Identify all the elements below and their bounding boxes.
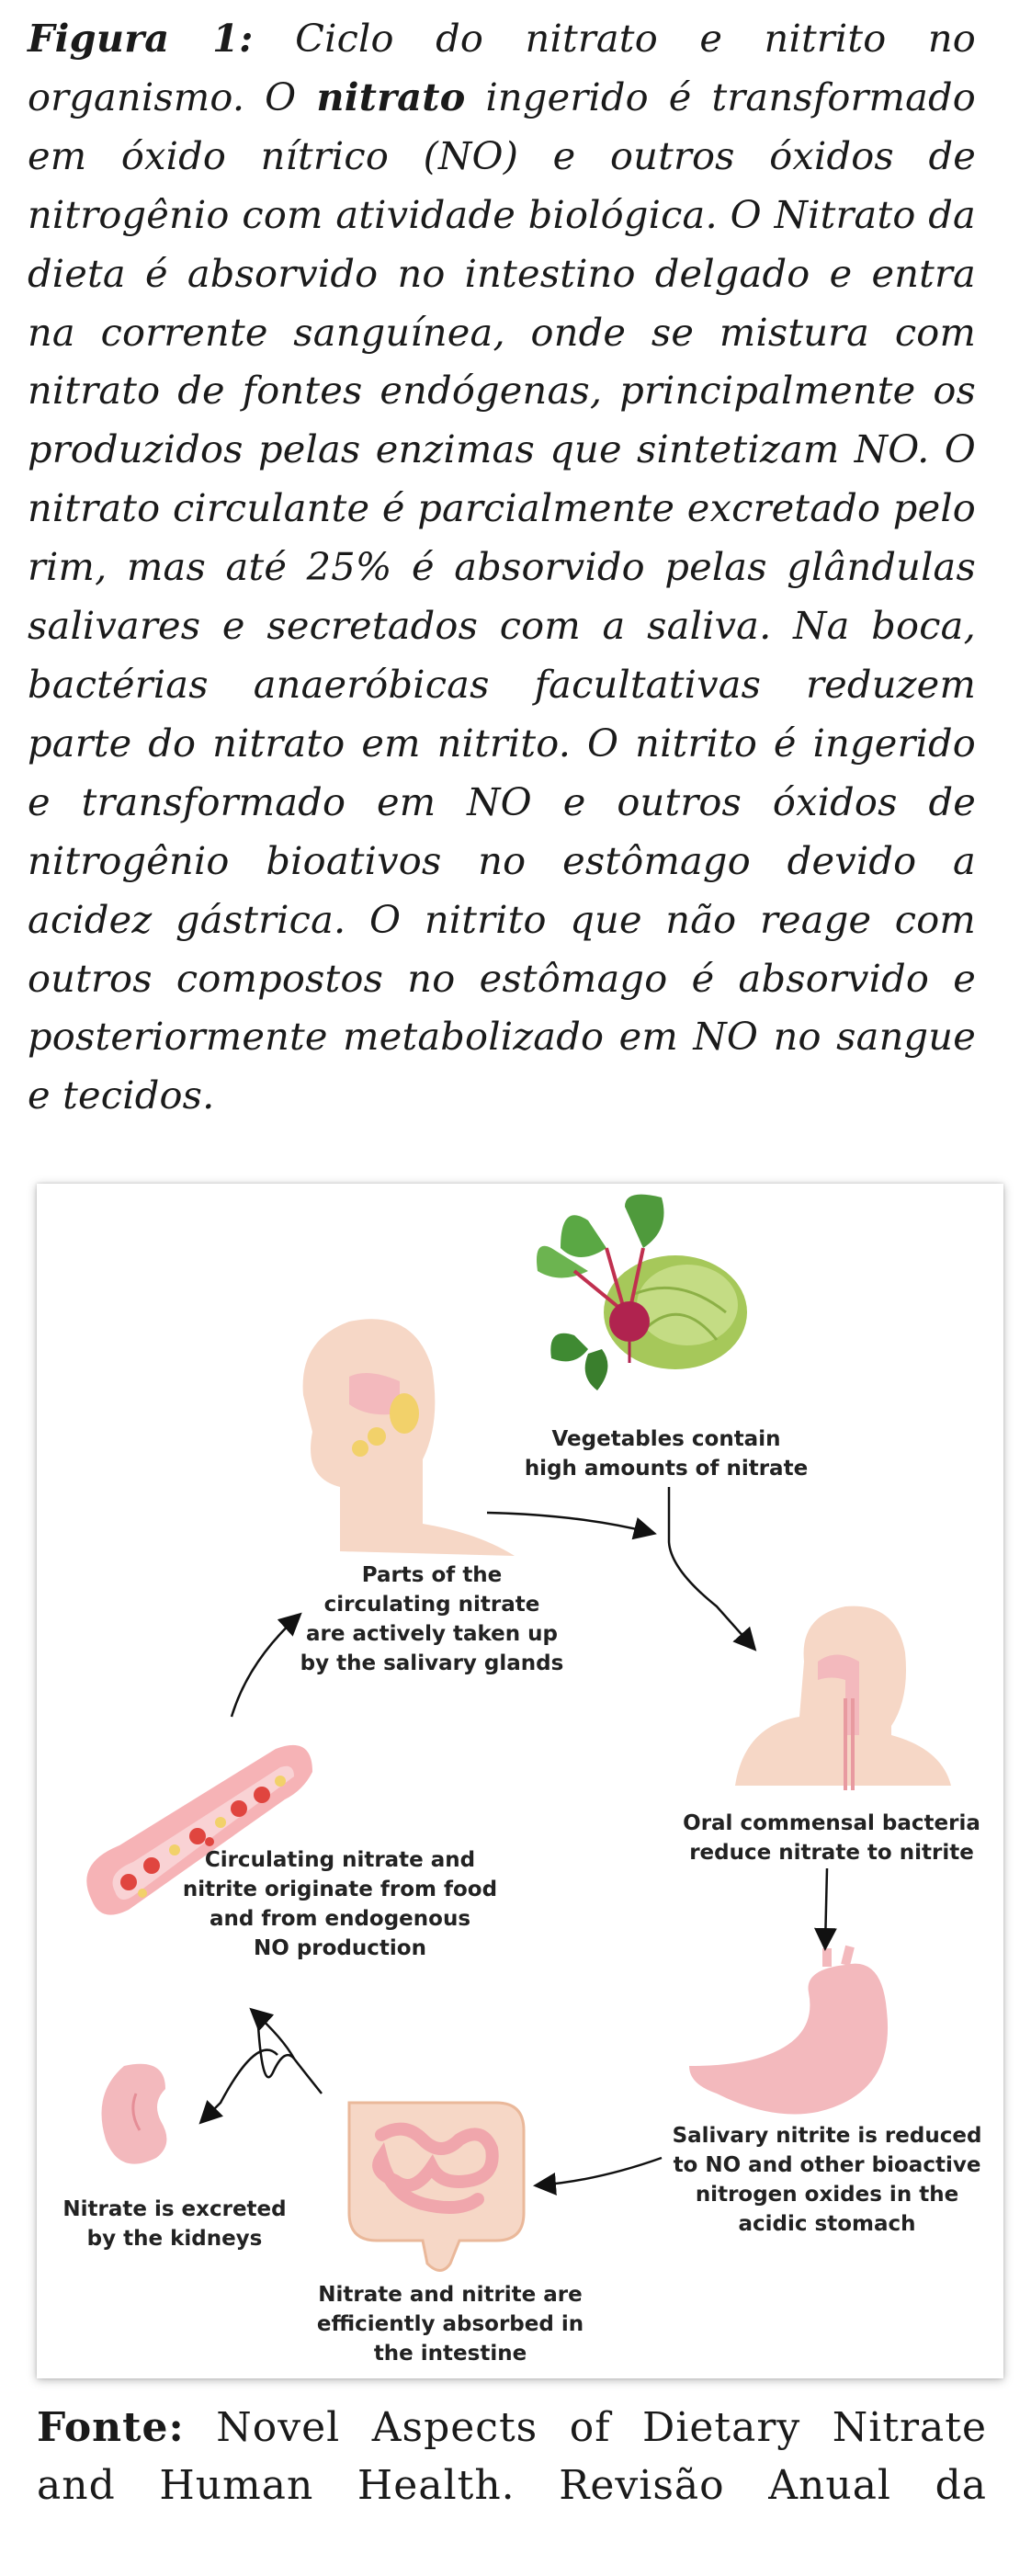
arrow-intestine-split (255, 2010, 323, 2094)
nitrate-cycle-figure: Vegetables contain high amounts of nitra… (37, 1184, 1003, 2378)
arrow-stomach-to-intestine (533, 2156, 663, 2196)
arrow-to-kidney (198, 2048, 278, 2125)
blood-vessel-illustration (86, 1744, 313, 1915)
label-stomach: Salivary nitrite is reduced to NO and ot… (672, 2124, 982, 2236)
label-intestine: Nitrate and nitrite are efficiently abso… (316, 2283, 584, 2366)
kidney-illustration (101, 2063, 167, 2164)
figure-source: Fonte: Novel Aspects of Dietary Nitrate … (37, 2399, 987, 2514)
label-salivary-glands: Parts of the circulating nitrate are act… (300, 1563, 564, 1675)
arrow-head-to-oral (486, 1511, 657, 1540)
label-kidneys: Nitrate is excreted by the kidneys (62, 2197, 287, 2251)
arrow-oral-to-stomach (813, 1867, 837, 1951)
head-oral-illustration (735, 1606, 951, 1790)
caption-bold-word: nitrato (316, 74, 466, 119)
figure-caption: Figura 1: Ciclo do nitrato e nitrito no … (28, 9, 976, 1125)
arrow-circulation-to-salivary (230, 1612, 302, 1718)
figure-illustration (86, 1194, 951, 2272)
vegetables-illustration (537, 1194, 747, 1390)
arrow-intestine-to-circulation (249, 2007, 296, 2060)
caption-label: Figura 1: (28, 16, 254, 61)
label-vegetables: Vegetables contain high amounts of nitra… (524, 1427, 809, 1481)
caption-text-rest: ingerido é transformado em óxido nítrico… (28, 74, 976, 1118)
cycle-arrows (198, 1487, 837, 2196)
intestine-illustration (347, 2101, 526, 2272)
source-label: Fonte: (37, 2404, 185, 2451)
caption-text-start: Ciclo do nitrato e nitrito no organismo.… (28, 16, 976, 119)
stomach-illustration (689, 1945, 889, 2115)
source-text: Novel Aspects of Dietary Nitrate and Hum… (37, 2404, 987, 2509)
arrow-vegetables-to-oral (667, 1487, 757, 1651)
head-salivary-illustration (302, 1319, 515, 1556)
label-circulating-nitrate: Circulating nitrate and nitrite originat… (182, 1848, 498, 1960)
label-oral-bacteria: Oral commensal bacteria reduce nitrate t… (683, 1811, 980, 1865)
